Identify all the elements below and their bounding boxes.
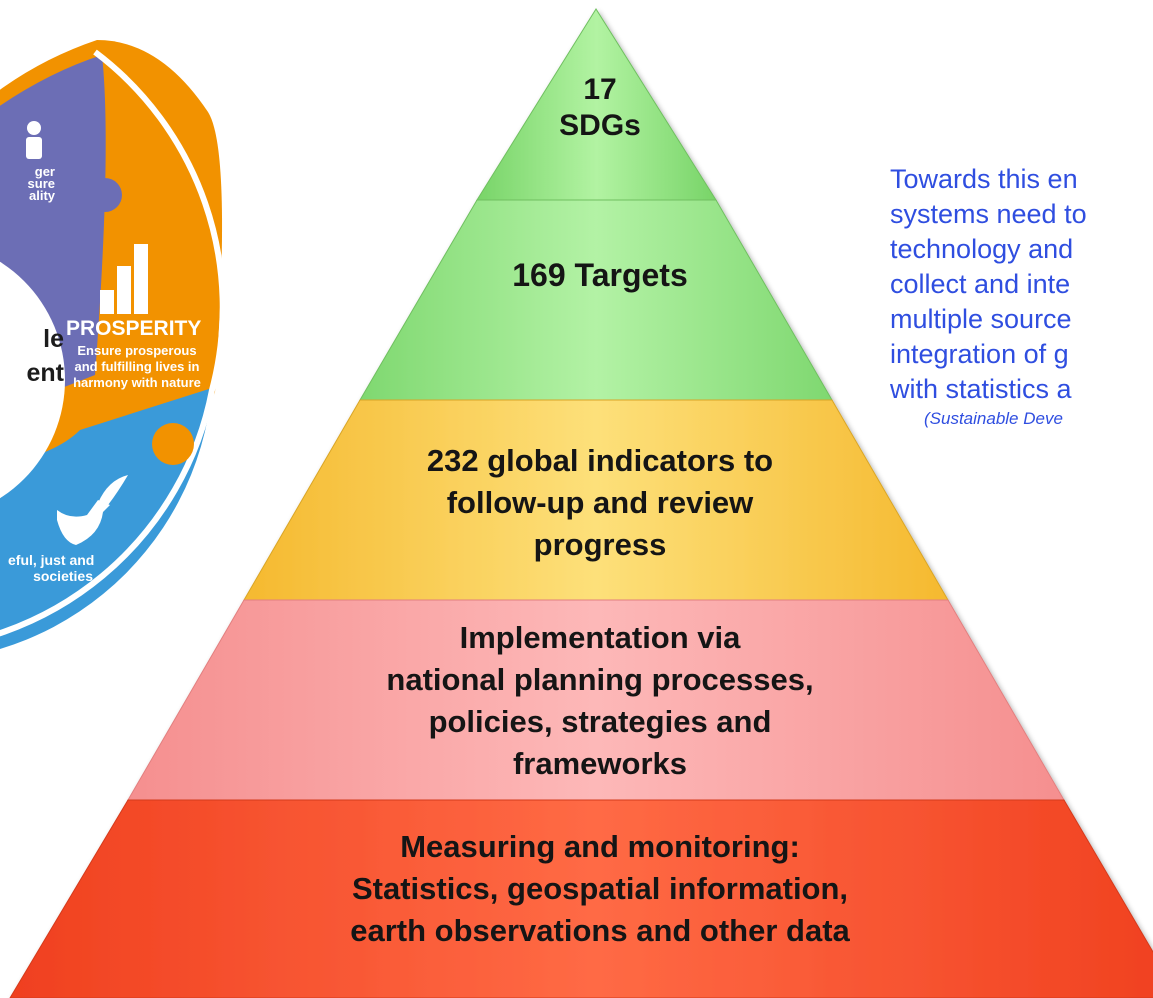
peace-desc: eful, just and societies — [8, 552, 95, 584]
side-text-line-6: integration of g — [890, 339, 1069, 369]
wheel-center-text: le ent — [0, 322, 65, 390]
sdg-wheel — [0, 40, 226, 649]
dove-icon — [57, 475, 128, 545]
side-text-line-5: multiple source — [890, 304, 1072, 334]
wheel-center — [0, 261, 65, 499]
people-text: ger sure ality — [3, 164, 55, 203]
prosperity-desc-line-2: and fulfilling lives in — [74, 359, 200, 374]
wheel-outer-ring — [0, 49, 226, 637]
tier-5-label: Measuring and monitoring: Statistics, ge… — [210, 826, 990, 952]
wheel-center-line-1: le — [43, 325, 64, 353]
tier-3-label: 232 global indicators to follow-up and r… — [330, 440, 870, 566]
side-text-source: (Sustainable Deve — [924, 409, 1063, 428]
people-text-line-1: ger — [34, 164, 55, 179]
tier-1-line-1: 17 — [583, 73, 617, 106]
wheel-center-line-2: ent — [26, 359, 65, 387]
tier-2-targets — [359, 199, 833, 401]
tier-2-line-1: 169 Targets — [512, 257, 688, 293]
side-text-line-7: with statistics a — [890, 374, 1072, 404]
tier-1-line-2: SDGs — [559, 109, 641, 142]
puzzle-knob-lower — [152, 423, 194, 465]
tier-5-measuring — [9, 799, 1153, 998]
side-text-line-4: collect and inte — [890, 269, 1071, 299]
tier-4-line-4: frameworks — [512, 746, 688, 781]
bar-chart-icon — [100, 244, 148, 314]
tier-1-label: 17 SDGs — [490, 72, 710, 144]
tier-4-line-1: Implementation via — [459, 620, 741, 655]
peace-desc-line-2: societies — [33, 568, 93, 584]
prosperity-title: PROSPERITY — [66, 317, 202, 340]
tier-3-line-2: follow-up and review — [446, 485, 754, 520]
people-text-line-3: ality — [28, 188, 55, 203]
people-text-line-2: sure — [27, 176, 55, 191]
side-text-line-1: Towards this en — [890, 164, 1078, 194]
tier-4-label: Implementation via national planning pro… — [290, 617, 910, 785]
tier-5-line-2: Statistics, geospatial information, — [351, 871, 849, 906]
peace-desc-line-1: eful, just and — [8, 552, 95, 568]
pyramid — [9, 8, 1153, 998]
prosperity-desc-line-3: harmony with nature — [73, 375, 201, 390]
side-text: Towards this en systems need to technolo… — [890, 162, 1153, 431]
tier-3-line-3: progress — [533, 527, 667, 562]
tier-4-line-3: policies, strategies and — [428, 704, 772, 739]
prosperity-desc: Ensure prosperous and fulfilling lives i… — [62, 343, 212, 391]
tier-2-label: 169 Targets — [430, 255, 770, 295]
tier-5-line-3: earth observations and other data — [350, 913, 850, 948]
prosperity-desc-line-1: Ensure prosperous — [77, 343, 197, 358]
tier-5-line-1: Measuring and monitoring: — [400, 829, 800, 864]
tier-4-line-2: national planning processes, — [386, 662, 814, 697]
side-text-line-2: systems need to — [890, 199, 1087, 229]
side-text-line-3: technology and — [890, 234, 1074, 264]
tier-3-line-1: 232 global indicators to — [426, 443, 774, 478]
puzzle-knob-upper — [88, 178, 122, 212]
person-icon — [26, 121, 42, 159]
